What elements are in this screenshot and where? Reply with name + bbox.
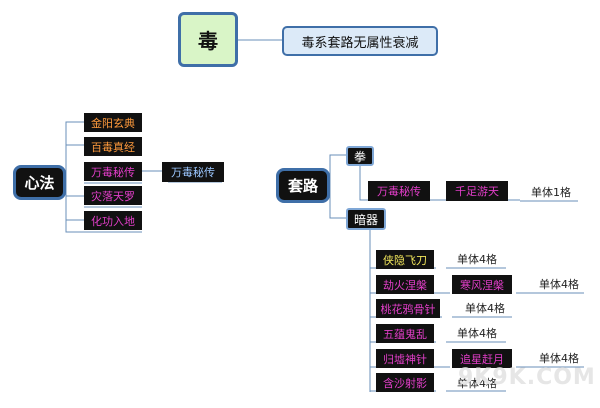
xinfa-item-label: 金阳玄典 [91,116,135,130]
anqi-note-text: 单体4格 [457,253,497,266]
anqi-note-text: 单体4格 [539,278,579,291]
quan-chain-1: 万毒秘传 [368,181,430,201]
xinfa-item-3: 万毒秘传 [84,162,142,181]
anqi-node: 暗器 [346,208,386,230]
anqi-skill-label: 劫火涅槃 [383,278,427,292]
quan-chain-label: 千足游天 [455,185,499,198]
anqi-row-2-note: 单体4格 [534,276,584,292]
anqi-row-5-next: 追星赶月 [452,349,512,368]
anqi-label: 暗器 [353,212,378,227]
anqi-note-text: 单体4格 [457,377,497,390]
anqi-skill-label: 归墟神针 [383,352,427,366]
quan-chain-2: 千足游天 [446,181,508,201]
root-note: 毒系套路无属性衰减 [282,26,438,56]
anqi-skill-label: 五蕴鬼乱 [383,327,427,341]
xinfa-label: 心法 [24,174,55,192]
anqi-note-text: 单体4格 [539,352,579,365]
anqi-skill-label: 侠隐飞刀 [383,253,427,267]
anqi-row-6: 含沙射影 [376,373,434,392]
quan-note: 单体1格 [526,184,576,200]
root-note-text: 毒系套路无属性衰减 [301,35,419,51]
taolu-label: 套路 [287,177,318,195]
xinfa-item-label: 化功入地 [91,214,135,228]
xinfa-item-5: 化功入地 [84,211,142,230]
anqi-row-2: 劫火涅槃 [376,275,434,294]
anqi-next-label: 追星赶月 [460,352,504,366]
xinfa-child-label: 万毒秘传 [171,166,215,179]
quan-node: 拳 [346,146,374,166]
xinfa-item-2: 百毒真经 [84,137,142,156]
anqi-skill-label: 含沙射影 [383,376,427,390]
anqi-row-4: 五蕴鬼乱 [376,324,434,343]
xinfa-item-4: 灾落天罗 [84,186,142,205]
anqi-row-4-note: 单体4格 [452,325,502,341]
xinfa-item-3-child: 万毒秘传 [162,162,224,182]
anqi-row-3: 桃花鸦骨针 [376,299,440,318]
anqi-row-1: 侠隐飞刀 [376,250,434,269]
quan-label: 拳 [353,149,366,164]
root-node: 毒 [178,12,238,67]
anqi-next-label: 寒风涅槃 [460,278,504,292]
quan-chain-label: 万毒秘传 [377,185,421,198]
xinfa-item-label: 灾落天罗 [91,189,135,203]
root-label: 毒 [198,29,218,53]
anqi-row-5: 归墟神针 [376,349,434,368]
watermark: 9K9K.COM [458,365,596,390]
anqi-row-3-note: 单体4格 [460,300,510,316]
anqi-skill-label: 桃花鸦骨针 [380,302,436,316]
anqi-note-text: 单体4格 [465,302,505,315]
anqi-row-5-note: 单体4格 [534,350,584,366]
anqi-row-2-next: 寒风涅槃 [452,275,512,294]
xinfa-item-1: 金阳玄典 [84,113,142,132]
anqi-row-6-note: 单体4格 [452,375,502,391]
xinfa-node: 心法 [13,165,66,200]
quan-note-text: 单体1格 [531,186,571,199]
xinfa-item-label: 万毒秘传 [91,165,135,179]
anqi-row-1-note: 单体4格 [452,251,502,267]
xinfa-item-label: 百毒真经 [91,140,135,154]
anqi-note-text: 单体4格 [457,327,497,340]
taolu-node: 套路 [276,168,330,203]
